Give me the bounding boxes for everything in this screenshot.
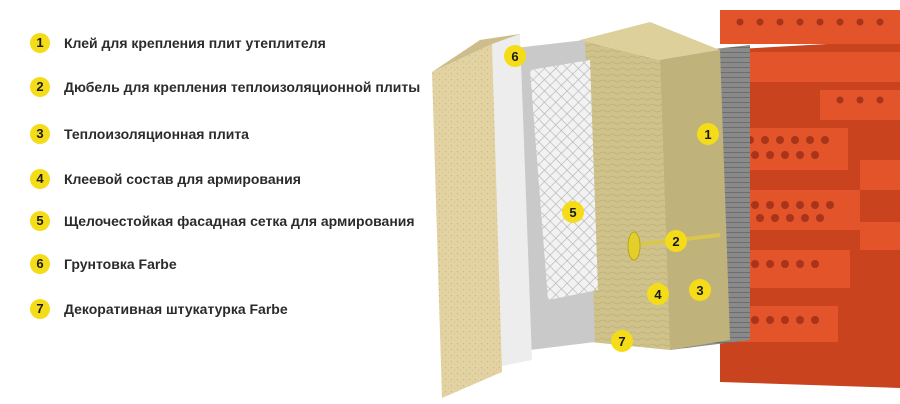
- legend-number-3: 3: [30, 124, 50, 144]
- legend-label-1: Клей для крепления плит утеплителя: [64, 35, 326, 51]
- marker-2: 2: [665, 230, 687, 252]
- legend-label-7: Декоративная штукатурка Farbe: [64, 301, 288, 317]
- legend-number-7: 7: [30, 299, 50, 319]
- marker-3: 3: [689, 279, 711, 301]
- legend-number-1: 1: [30, 33, 50, 53]
- legend-item-2: 2 Дюбель для крепления теплоизоляционной…: [30, 77, 420, 97]
- legend-label-3: Теплоизоляционная плита: [64, 126, 249, 142]
- marker-1: 1: [697, 123, 719, 145]
- legend: 1 Клей для крепления плит утеплителя 2 Д…: [30, 33, 420, 319]
- legend-number-4: 4: [30, 169, 50, 189]
- legend-item-3: 3 Теплоизоляционная плита: [30, 124, 249, 144]
- svg-text:1: 1: [704, 127, 711, 142]
- marker-5: 5: [562, 201, 584, 223]
- legend-label-2: Дюбель для крепления теплоизоляционной п…: [64, 79, 421, 95]
- legend-number-6: 6: [30, 254, 50, 274]
- legend-label-4: Клеевой состав для армирования: [64, 171, 301, 187]
- legend-number-2: 2: [30, 77, 50, 97]
- svg-text:2: 2: [672, 234, 679, 249]
- brick-rows: [720, 10, 900, 342]
- reinforcing-mesh: [530, 60, 598, 300]
- svg-text:6: 6: [511, 49, 518, 64]
- brick-wall: [720, 10, 900, 388]
- legend-number-5: 5: [30, 211, 50, 231]
- legend-label-5: Щелочестойкая фасадная сетка для армиров…: [64, 213, 415, 229]
- legend-item-6: 6 Грунтовка Farbe: [30, 254, 177, 274]
- marker-7: 7: [611, 330, 633, 352]
- legend-item-7: 7 Декоративная штукатурка Farbe: [30, 299, 288, 319]
- decorative-plaster: [432, 44, 502, 398]
- legend-item-4: 4 Клеевой состав для армирования: [30, 169, 301, 189]
- legend-item-5: 5 Щелочестойкая фасадная сетка для армир…: [30, 211, 415, 231]
- marker-4: 4: [647, 283, 669, 305]
- brick-holes: [736, 18, 884, 324]
- svg-text:4: 4: [654, 287, 662, 302]
- wall-insulation-diagram: 1 2 3 4 5 6 7: [432, 10, 900, 398]
- marker-6: 6: [504, 45, 526, 67]
- svg-text:5: 5: [569, 205, 576, 220]
- svg-text:7: 7: [618, 334, 625, 349]
- svg-text:3: 3: [696, 283, 703, 298]
- legend-item-1: 1 Клей для крепления плит утеплителя: [30, 33, 326, 53]
- legend-label-6: Грунтовка Farbe: [64, 256, 177, 272]
